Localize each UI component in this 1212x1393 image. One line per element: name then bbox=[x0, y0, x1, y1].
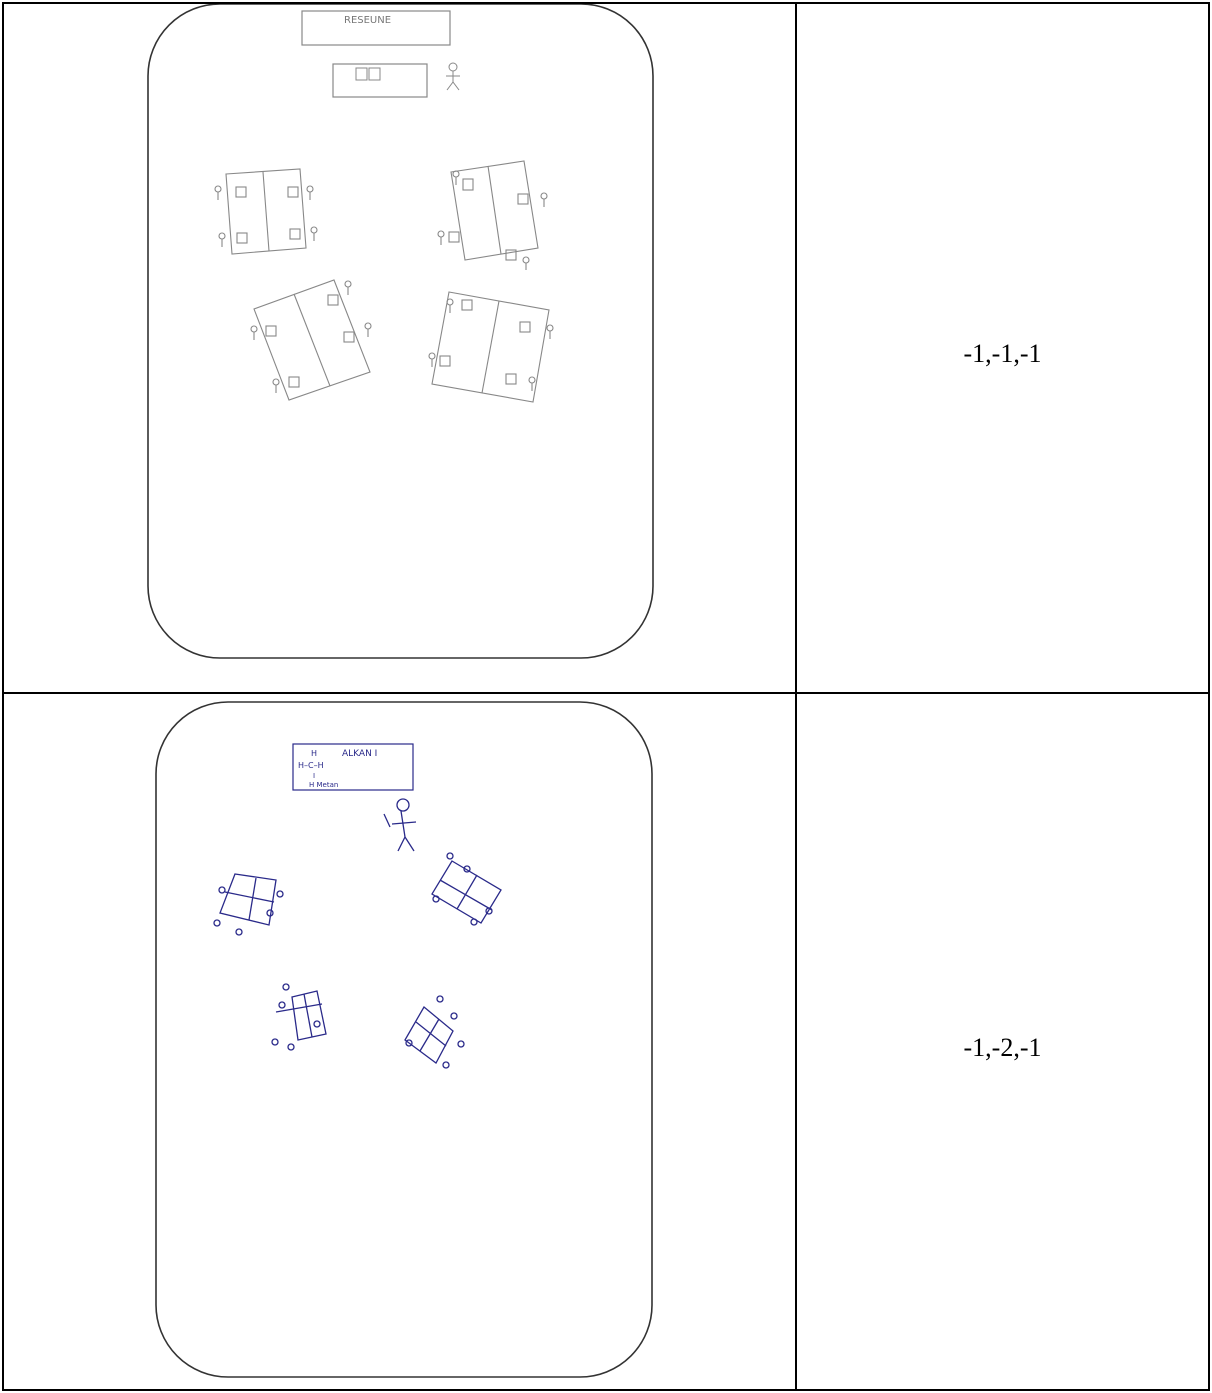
table-row-2: ALKAN I H H–C–H I H Metan bbox=[4, 694, 795, 1389]
table-border-bottom bbox=[2, 1389, 1210, 1391]
board-label: ALKAN I bbox=[342, 749, 377, 759]
value-cell-1: -1,-1,-1 bbox=[797, 4, 1208, 692]
board-formula-2: H–C–H bbox=[298, 761, 324, 770]
board-formula-3: I bbox=[313, 772, 315, 780]
table-border-right bbox=[1208, 2, 1210, 1391]
classroom-sketch-1: RESEUNE bbox=[4, 4, 795, 692]
value-cell-2: -1,-2,-1 bbox=[797, 694, 1208, 1389]
row-2-value: -1,-2,-1 bbox=[797, 1035, 1208, 1061]
row-1-value: -1,-1,-1 bbox=[797, 341, 1208, 367]
board-label: RESEUNE bbox=[344, 15, 391, 26]
classroom-sketch-2: ALKAN I H H–C–H I H Metan bbox=[4, 694, 795, 1389]
board-formula-1: H bbox=[311, 749, 317, 758]
board-formula-4: H Metan bbox=[309, 781, 338, 789]
table-row-1: RESEUNE bbox=[4, 4, 795, 692]
